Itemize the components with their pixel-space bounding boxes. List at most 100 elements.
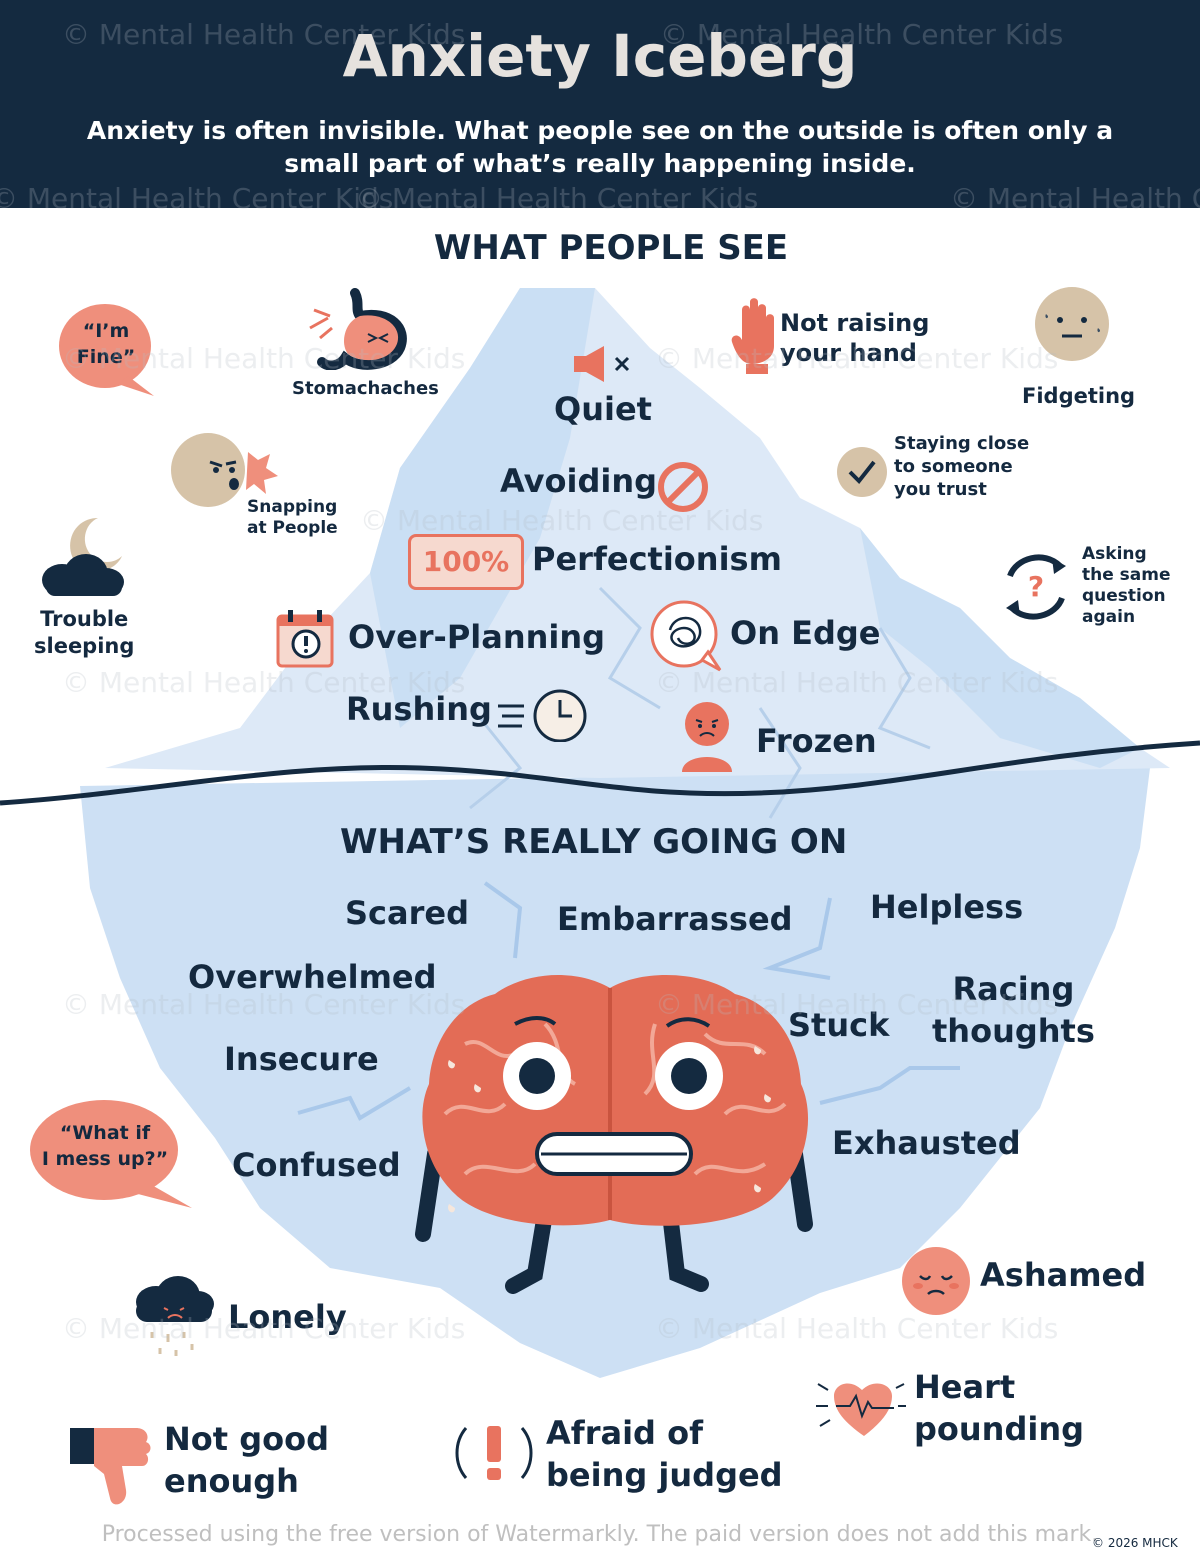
clock-icon [498, 689, 587, 742]
perfection-badge: 100% [408, 534, 524, 590]
snapping-at-people-label: Snapping at People [247, 497, 338, 539]
label-line: being judged [546, 1456, 783, 1494]
section-heading-above: WHAT PEOPLE SEE [433, 228, 789, 268]
what-if-mess-up-text: “What if I mess up?” [34, 1120, 176, 1172]
rushing-label: Rushing [346, 690, 492, 728]
im-fine-line: Fine” [76, 346, 136, 368]
racing-thoughts-label: Racing thoughts [932, 968, 1095, 1052]
label-line: to someone [894, 456, 1013, 477]
watermark-text: © Mental Health Center Kids [0, 182, 394, 215]
header-banner [0, 0, 1200, 208]
label-line: the same [1082, 565, 1171, 585]
label-line: your hand [780, 339, 917, 367]
label-line: Trouble [40, 607, 129, 631]
embarrassed-label: Embarrassed [557, 900, 793, 938]
watermark-text: © Mental Health Center Kids [62, 988, 466, 1021]
over-planning-label: Over-Planning [348, 618, 606, 656]
ice-cracks [469, 586, 931, 819]
scared-label: Scared [345, 894, 469, 932]
label-line: question [1082, 586, 1166, 606]
watermark-text: © Mental Health Center Kids [355, 182, 759, 215]
raised-hand-icon [731, 298, 774, 374]
water-line [0, 740, 1200, 806]
no-entry-icon [658, 462, 708, 512]
watermark-text: © Mental Health Center Kids [655, 1312, 1059, 1345]
iceberg-shade [860, 528, 1140, 768]
watermark-text: © Mental Health Center Kids [950, 182, 1200, 215]
footer-watermark: Processed using the free version of Wate… [101, 1522, 1099, 1547]
iceberg-peak [105, 288, 1170, 778]
watermark-text: © Mental Health Center Kids [360, 504, 764, 537]
afraid-judged-label: Afraid of being judged [546, 1412, 783, 1496]
page-subtitle: Anxiety is often invisible. What people … [40, 114, 1160, 180]
label-line: thoughts [932, 1012, 1095, 1050]
label-line: “What if [59, 1122, 151, 1144]
watermark-text: © Mental Health Center Kids [62, 1312, 466, 1345]
lonely-label: Lonely [228, 1298, 347, 1336]
label-line: Asking [1082, 544, 1147, 564]
stomach-icon [309, 288, 407, 370]
insecure-label: Insecure [224, 1040, 379, 1078]
label-line: Not good [164, 1420, 329, 1458]
label-line: again [1082, 607, 1136, 627]
frozen-label: Frozen [756, 722, 877, 760]
angry-face-icon [171, 433, 278, 507]
moon-cloud-icon [42, 518, 124, 596]
repeat-question-icon: ? [1006, 554, 1066, 620]
on-edge-label: On Edge [730, 614, 881, 652]
quiet-label: Quiet [554, 390, 652, 428]
im-fine-line: “I’m [82, 320, 130, 342]
watermark-text: © Mental Health Center Kids [655, 342, 1059, 375]
ice-cracks [297, 881, 960, 1121]
speech-bubble-icon [30, 1100, 192, 1208]
speech-bubble-icon [59, 304, 154, 396]
asking-same-question-label: Asking the same question again [1082, 544, 1171, 628]
label-line: at People [247, 518, 338, 538]
label-line: Heart [914, 1368, 1016, 1406]
label-line: I mess up?” [41, 1148, 169, 1170]
perfectionism-label: Perfectionism [532, 540, 782, 578]
staying-close-label: Staying close to someone you trust [894, 432, 1029, 501]
fidgeting-label: Fidgeting [1022, 384, 1136, 408]
page-title: Anxiety Iceberg [342, 22, 858, 90]
rain-cloud-icon [136, 1276, 214, 1356]
heartbeat-icon [816, 1383, 906, 1436]
thumbs-down-icon [70, 1428, 151, 1505]
not-good-enough-label: Not good enough [164, 1418, 329, 1502]
helpless-label: Helpless [870, 888, 1024, 926]
exhausted-label: Exhausted [832, 1124, 1021, 1162]
watermark-text: © Mental Health Center Kids [62, 18, 466, 51]
ashamed-face-icon [902, 1247, 970, 1315]
watermark-text: © Mental Health Center Kids [655, 988, 1059, 1021]
watermark-text: © Mental Health Center Kids [655, 666, 1059, 699]
not-raising-hand-label: Not raising your hand [780, 308, 929, 368]
subtitle-line: small part of what’s really happening in… [284, 149, 916, 178]
label-line: Racing [952, 970, 1075, 1008]
subtitle-line: Anxiety is often invisible. What people … [86, 116, 1114, 145]
im-fine-text: “I’m Fine” [62, 318, 150, 370]
heart-pounding-label: Heart pounding [914, 1366, 1084, 1450]
anxious-brain-character [415, 975, 813, 1294]
watermark-text: © Mental Health Center Kids [660, 18, 1064, 51]
watermark-text: © Mental Health Center Kids [62, 666, 466, 699]
copyright-text: © 2026 MHCK [1092, 1536, 1178, 1550]
tangled-thoughts-icon [650, 600, 722, 672]
ashamed-label: Ashamed [980, 1256, 1147, 1294]
label-line: Staying close [894, 433, 1030, 454]
watermark-text: © Mental Health Center Kids [62, 342, 466, 375]
alert-exclamation-icon [455, 1426, 533, 1480]
overwhelmed-label: Overwhelmed [188, 958, 437, 996]
iceberg-shade [370, 288, 595, 728]
calendar-alert-icon [276, 610, 334, 668]
stuck-label: Stuck [788, 1006, 890, 1044]
section-heading-below: WHAT’S REALLY GOING ON [340, 822, 848, 862]
confused-label: Confused [232, 1146, 401, 1184]
stomachaches-label: Stomachaches [292, 378, 439, 399]
frozen-person-icon [682, 702, 732, 772]
mute-speaker-icon [574, 346, 630, 382]
label-line: sleeping [34, 634, 135, 658]
label-line: Afraid of [546, 1414, 703, 1452]
check-icon [837, 447, 887, 497]
label-line: pounding [914, 1410, 1085, 1448]
label-line: you trust [894, 479, 987, 500]
